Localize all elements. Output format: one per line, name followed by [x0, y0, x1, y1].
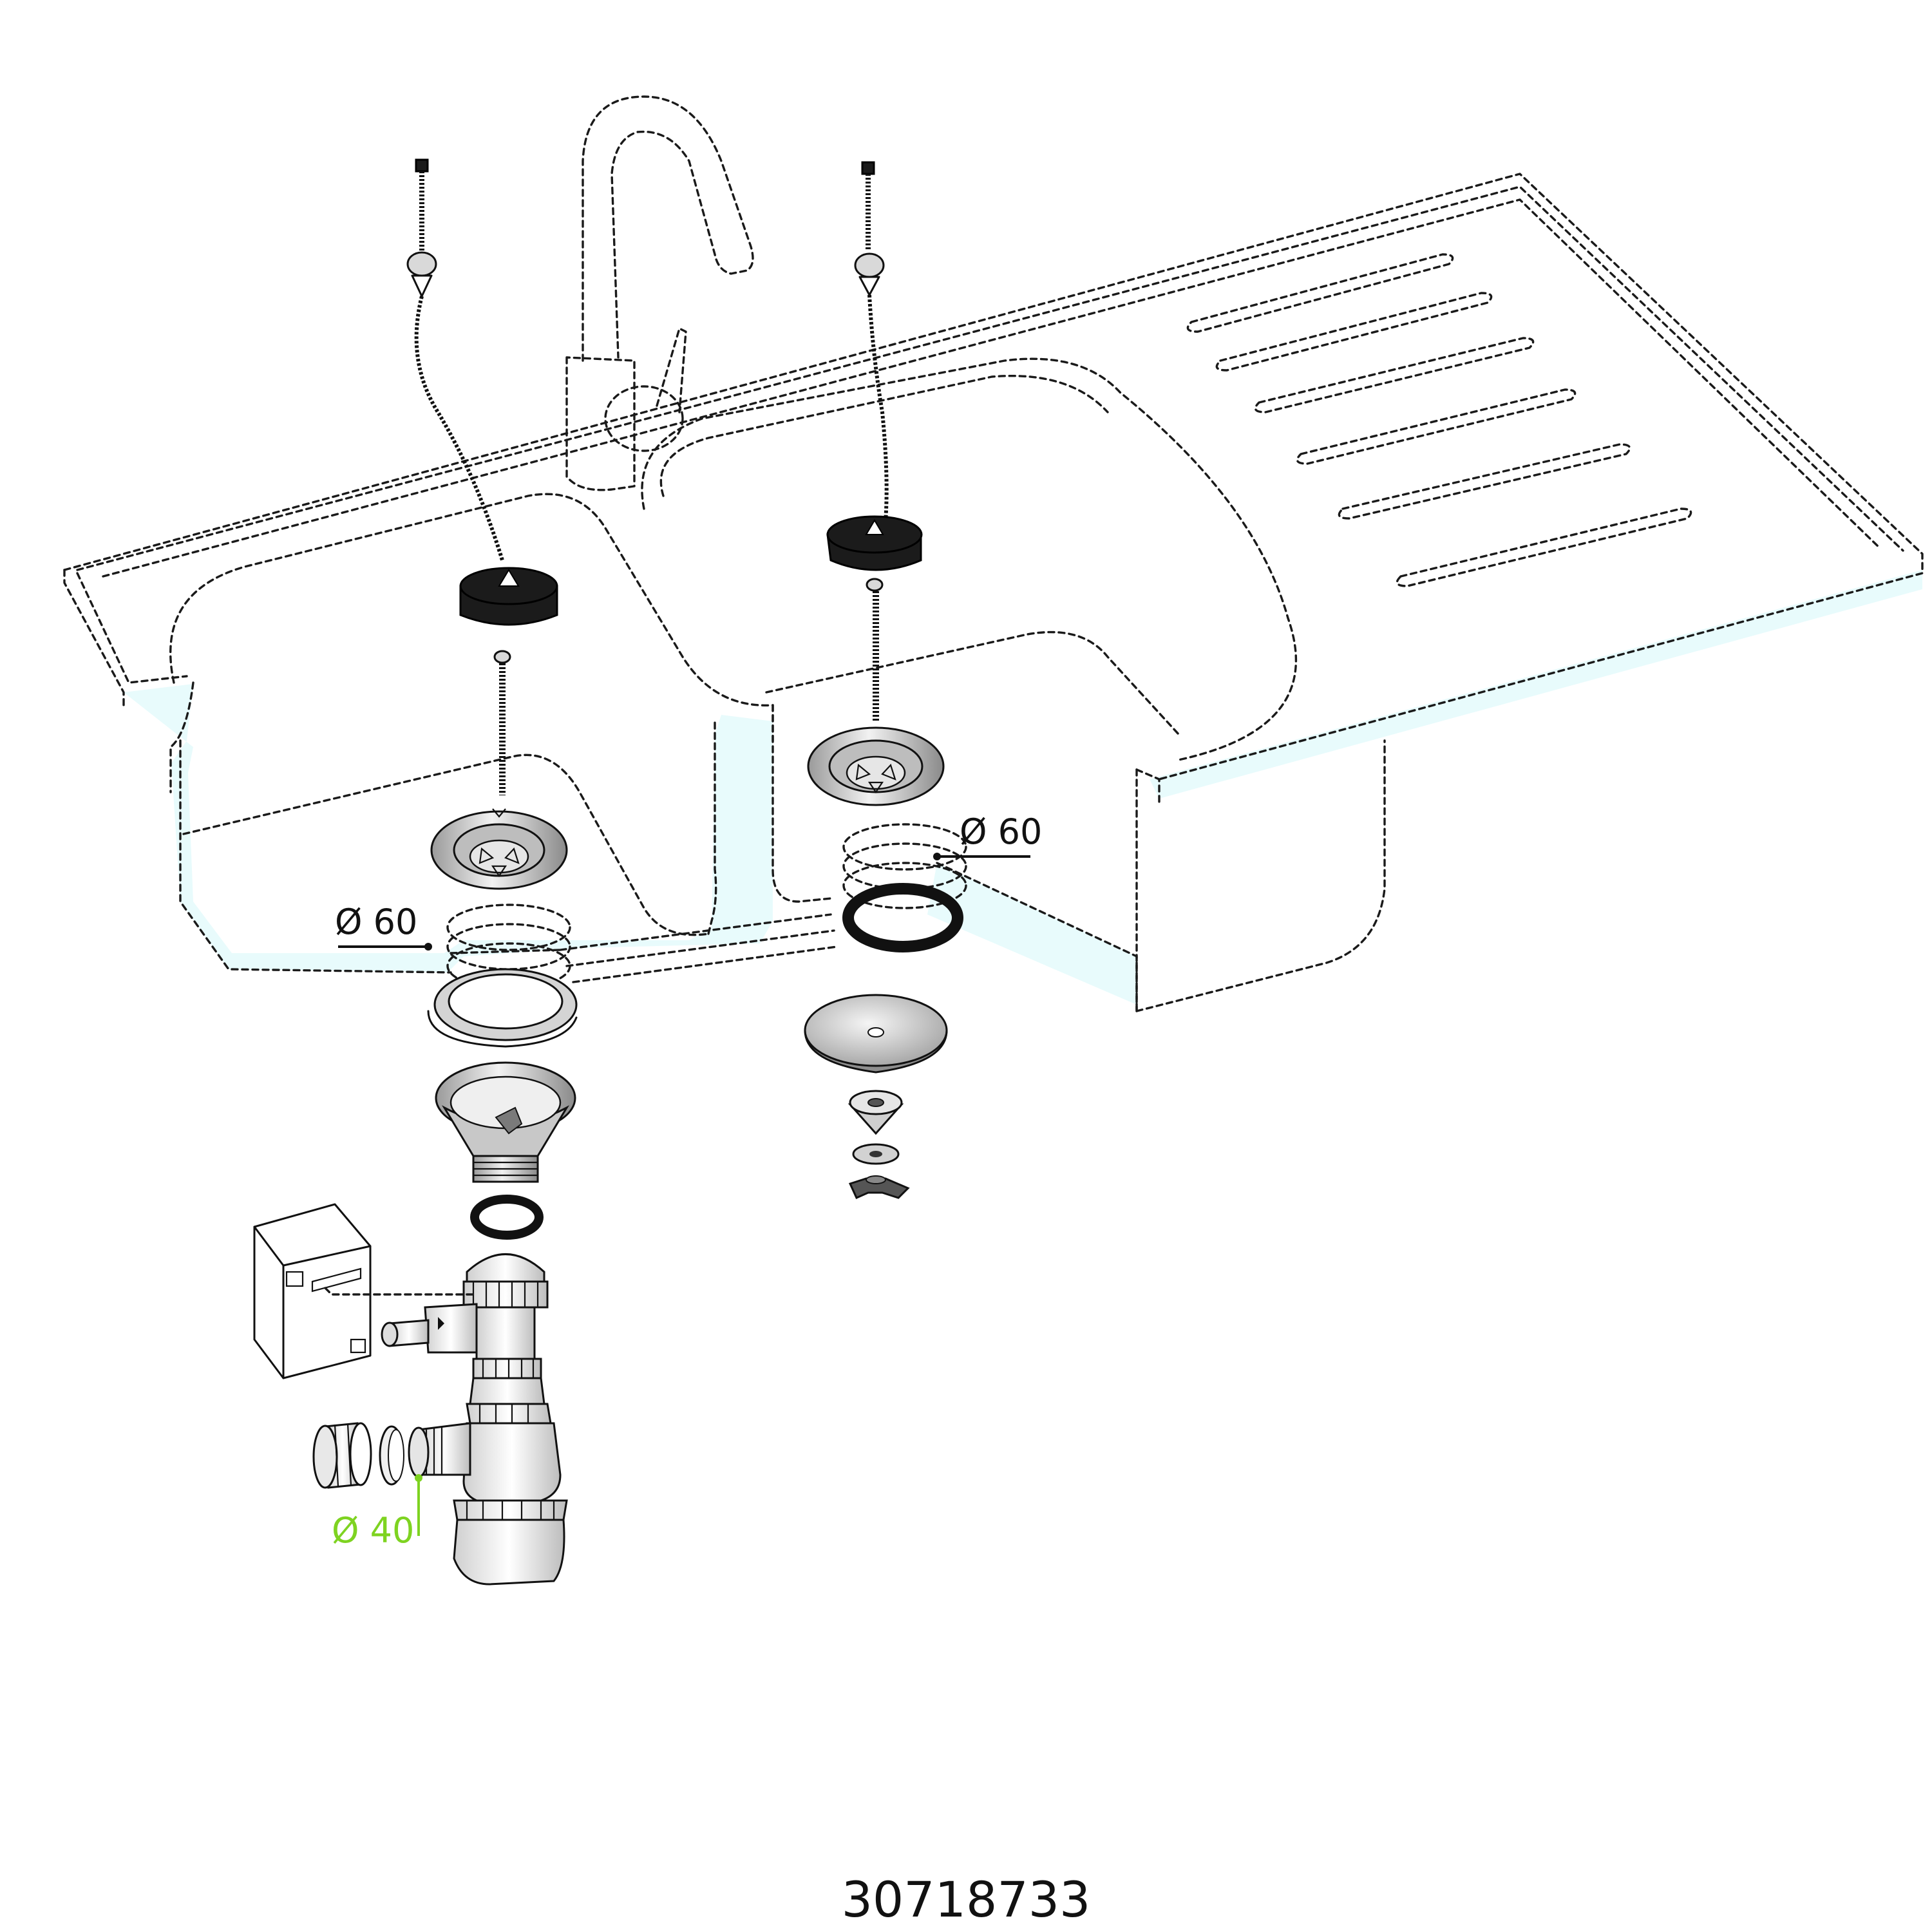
faucet-outline — [565, 95, 754, 491]
right-cone-washer — [848, 1090, 904, 1135]
outlet-dimension: Ø 40 — [332, 1474, 422, 1551]
right-flat-washer — [852, 1143, 900, 1165]
drainboard-edge-face — [1150, 570, 1922, 799]
right-hole-guides — [842, 823, 967, 909]
right-cover-disc — [804, 994, 948, 1074]
right-rubber-ring — [842, 883, 963, 952]
left-diameter-label: Ø 60 — [335, 902, 417, 942]
right-drain-assembly: Ø 60 — [804, 161, 1042, 1199]
left-screw — [493, 650, 511, 795]
outlet-seal — [379, 1425, 404, 1486]
left-hole-guides — [446, 904, 571, 990]
left-chain — [406, 158, 504, 561]
right-screw — [866, 578, 884, 721]
left-dimension: Ø 60 — [335, 902, 432, 951]
bottle-trap — [381, 1253, 568, 1586]
sink-outline — [63, 95, 1924, 1012]
right-diameter-label: Ø 60 — [960, 811, 1042, 852]
sink-right-front-face — [927, 863, 1137, 1005]
left-rubber-washer — [470, 1195, 544, 1240]
right-plug — [826, 515, 923, 571]
right-chain — [854, 161, 889, 522]
washing-machine-icon — [253, 1203, 475, 1379]
left-strainer — [430, 808, 568, 890]
right-wing-nut — [848, 1175, 910, 1199]
outlet-diameter-label: Ø 40 — [332, 1510, 414, 1551]
drainboard-grooves — [1186, 253, 1692, 587]
outlet-nut — [312, 1422, 372, 1489]
left-drain-assembly: Ø 60 — [253, 158, 578, 1586]
reference-number: 30718733 — [841, 1871, 1091, 1928]
right-dimension: Ø 60 — [933, 811, 1042, 860]
right-strainer — [807, 726, 945, 806]
left-basket — [435, 1061, 576, 1183]
left-flange-ring — [427, 968, 578, 1048]
left-plug — [459, 567, 558, 626]
